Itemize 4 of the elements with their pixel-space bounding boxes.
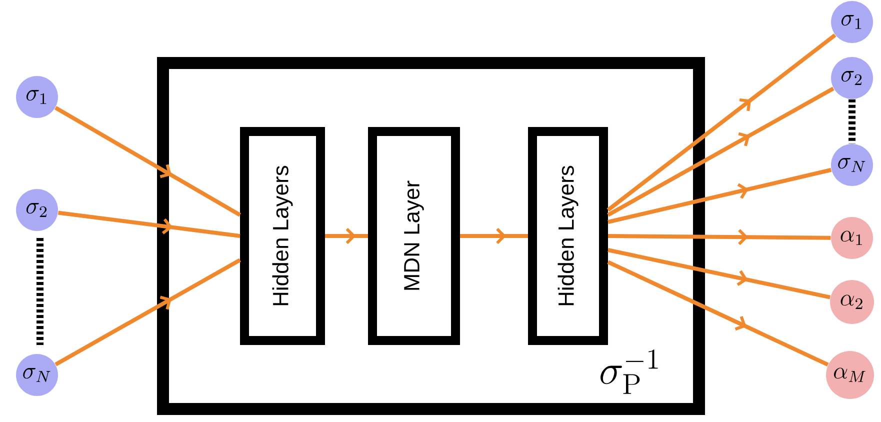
- layer-box: Hidden Layers: [528, 127, 608, 345]
- layer-box: Hidden Layers: [240, 127, 325, 345]
- layer-box: MDN Layer: [368, 127, 460, 345]
- dotted-line: [848, 99, 856, 144]
